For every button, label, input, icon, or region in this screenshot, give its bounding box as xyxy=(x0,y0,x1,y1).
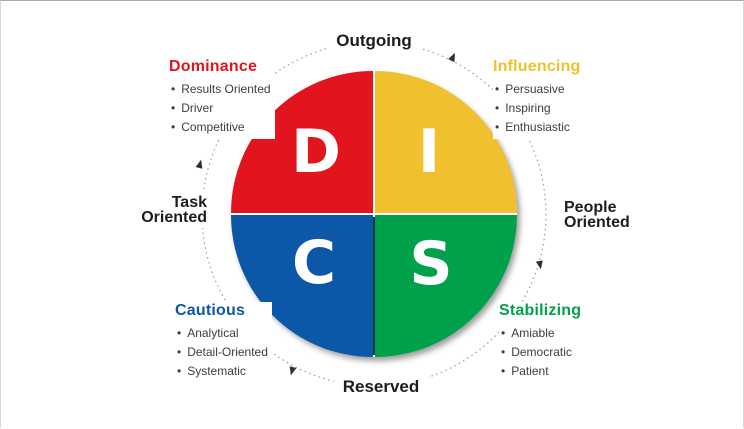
stabilizing-heading: Stabilizing xyxy=(499,302,582,319)
letter-i: I xyxy=(417,116,441,187)
disc-circle: D I C S xyxy=(231,71,517,357)
trait-item: Results Oriented xyxy=(169,80,270,99)
influencing-heading: Influencing xyxy=(493,58,581,75)
trait-item: Analytical xyxy=(175,324,268,343)
letter-d: D xyxy=(291,116,341,187)
stabilizing-block: Stabilizing Amiable Democratic Patient xyxy=(499,302,586,383)
trait-item: Competitive xyxy=(169,118,271,137)
influencing-block: Influencing Persuasive Inspiring Enthusi… xyxy=(493,58,585,139)
axis-label-line: People xyxy=(564,199,617,216)
flow-arrow-icon xyxy=(195,159,203,169)
dominance-block: Dominance Results Oriented Driver Compet… xyxy=(169,58,275,139)
trait-item: Driver xyxy=(169,99,271,118)
dominance-heading: Dominance xyxy=(169,58,258,75)
letter-c: C xyxy=(291,227,337,298)
trait-item: Inspiring xyxy=(493,99,581,118)
axis-label-line: Oriented xyxy=(564,214,630,231)
trait-item: Persuasive xyxy=(493,80,581,99)
letter-s: S xyxy=(409,228,453,299)
trait-item: Democratic xyxy=(499,343,581,362)
axis-label-people-oriented: People Oriented xyxy=(562,197,658,233)
axis-label-task-oriented: Task Oriented xyxy=(113,192,209,228)
flow-arrow-icon xyxy=(289,366,297,376)
bottom-divider xyxy=(373,217,375,355)
axis-label-line: Task xyxy=(171,194,207,211)
axis-label-reserved: Reserved xyxy=(333,377,429,397)
cautious-block: Cautious Analytical Detail-Oriented Syst… xyxy=(175,302,272,383)
axis-label-outgoing: Outgoing xyxy=(327,31,421,51)
trait-item: Amiable xyxy=(499,324,581,343)
trait-item: Patient xyxy=(499,362,581,381)
flow-arrow-icon xyxy=(448,52,455,63)
flow-arrow-icon xyxy=(535,260,543,270)
cautious-heading: Cautious xyxy=(175,302,246,319)
trait-item: Detail-Oriented xyxy=(175,343,268,362)
trait-item: Systematic xyxy=(175,362,268,381)
trait-item: Enthusiastic xyxy=(493,118,581,137)
axis-label-line: Oriented xyxy=(141,209,207,226)
